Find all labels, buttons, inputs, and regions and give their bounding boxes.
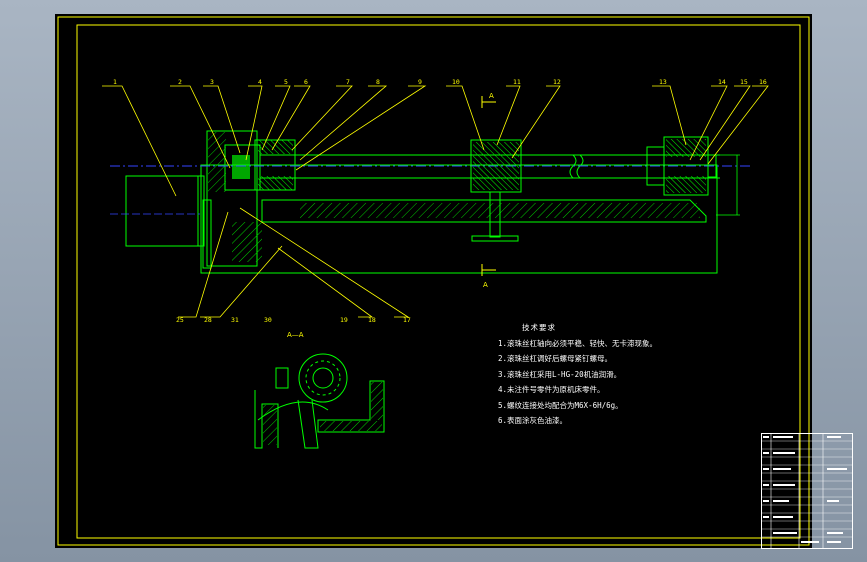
balloon-17: 17 [403,316,411,324]
motor [125,175,212,269]
title-block [761,433,853,549]
nut-bracket-foot [471,235,519,242]
balloon-7: 7 [346,78,350,86]
section-hatch-right [320,421,382,431]
balloon-11: 11 [513,78,521,86]
notes-title: 技术要求 [522,323,556,332]
left-housing-hatch [208,132,226,192]
right-bearing-hatch-2 [666,176,706,193]
technical-notes: 技术要求 1.滚珠丝杠轴向必须平稳、轻快、无卡滞现象。 2.滚珠丝杠调好后螺母紧… [498,320,657,429]
balloon-6: 6 [304,78,308,86]
left-housing-hatch-3 [258,176,293,190]
note-item: 3.滚珠丝杠采用L-HG-20机油润滑。 [498,369,622,379]
drawing-sheet: A A [55,14,853,549]
leader-lines [102,85,769,318]
right-bearing-hatch [666,139,706,157]
balloon-8: 8 [376,78,380,86]
balloon-15: 15 [740,78,748,86]
right-bearing-housing [646,136,717,196]
section-bottom-label: A [483,281,488,289]
balloon-12: 12 [553,78,561,86]
balloon-9: 9 [418,78,422,86]
balloon-28: 28 [204,316,212,324]
section-hatch-left [263,405,277,445]
section-view-label: A—A [287,331,304,339]
nut-bracket [489,191,501,238]
left-housing-hatch-2 [258,140,293,154]
balloon-labels: 1 2 3 4 5 6 7 8 9 10 11 12 13 14 15 16 2… [113,78,767,324]
section-top-label: A [489,92,494,100]
balloon-10: 10 [452,78,460,86]
balloon-25: 25 [176,316,184,324]
balloon-5: 5 [284,78,288,86]
left-nut [232,155,250,179]
base-plate [200,164,718,274]
note-item: 4.未注件号零件为原机床零件。 [498,385,605,394]
balloon-31: 31 [231,316,239,324]
note-item: 2.滚珠丝杠调好后螺母紧钉螺母。 [498,354,613,363]
section-marks [481,96,496,276]
note-item: 1.滚珠丝杠轴向必须平稳、轻快、无卡滞现象。 [498,338,658,348]
balloon-18: 18 [368,316,376,324]
note-item: 5.螺纹连接处均配合为M6X-6H/6g。 [498,400,623,410]
balloon-1: 1 [113,78,117,86]
balloon-3: 3 [210,78,214,86]
ball-nut-hatch [473,142,519,190]
left-housing-hatch-4 [232,222,262,262]
balloon-16: 16 [759,78,767,86]
balloon-14: 14 [718,78,726,86]
balloon-19: 19 [340,316,348,324]
drawing-canvas: A A [57,16,810,546]
outer-frame [57,16,810,546]
balloon-4: 4 [258,78,262,86]
balloon-30: 30 [264,316,272,324]
dimensions [110,154,740,216]
section-hatch-right-2 [371,382,383,420]
inner-frame [76,24,801,539]
balloon-13: 13 [659,78,667,86]
balloon-2: 2 [178,78,182,86]
section-view-aa [254,353,385,449]
note-item: 6.表面涂灰色油漆。 [498,416,568,425]
